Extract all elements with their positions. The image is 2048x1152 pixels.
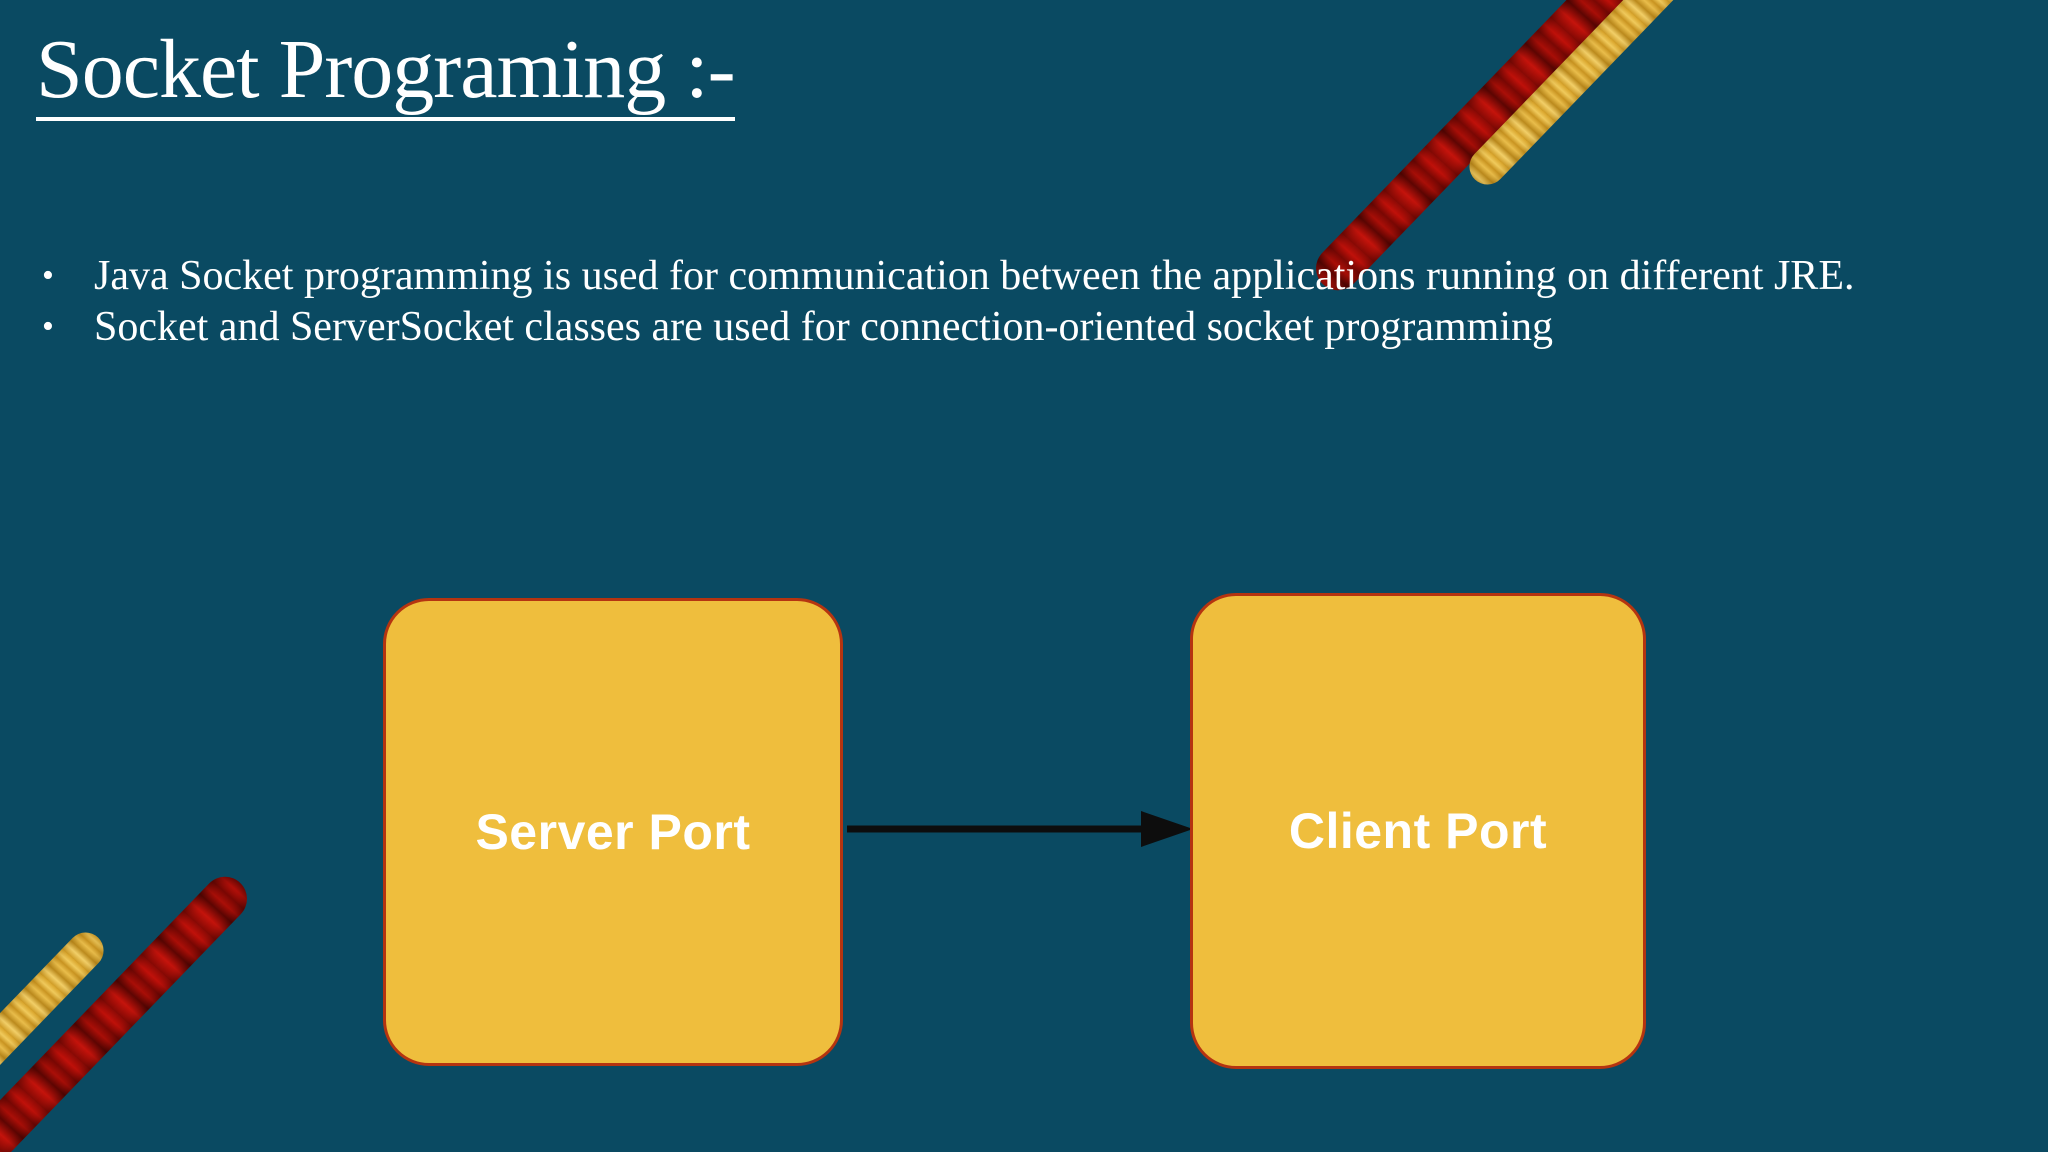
bullet-text: Java Socket programming is used for comm… [94,253,1855,299]
server-port-node: Server Port [383,598,843,1066]
title-block: Socket Programing :- [36,26,1436,122]
bullet-marker-icon: • [42,257,54,294]
client-port-label: Client Port [1288,803,1548,859]
bullet-text: Socket and ServerSocket classes are used… [94,304,1554,351]
server-to-client-arrow-icon [847,811,1193,847]
bullet-marker-icon: • [42,308,54,346]
decorative-gold-stripe-top-right [1462,0,1738,192]
bullet-list: • Java Socket programming is used for co… [34,252,1954,354]
page-title: Socket Programing :- [36,26,736,122]
socket-flow-diagram: Server Port Client Port [0,590,2048,1090]
list-item: • Java Socket programming is used for co… [34,252,1954,301]
list-item: • Socket and ServerSocket classes are us… [34,303,1954,352]
server-port-label: Server Port [475,804,751,860]
client-port-node: Client Port [1190,593,1646,1069]
